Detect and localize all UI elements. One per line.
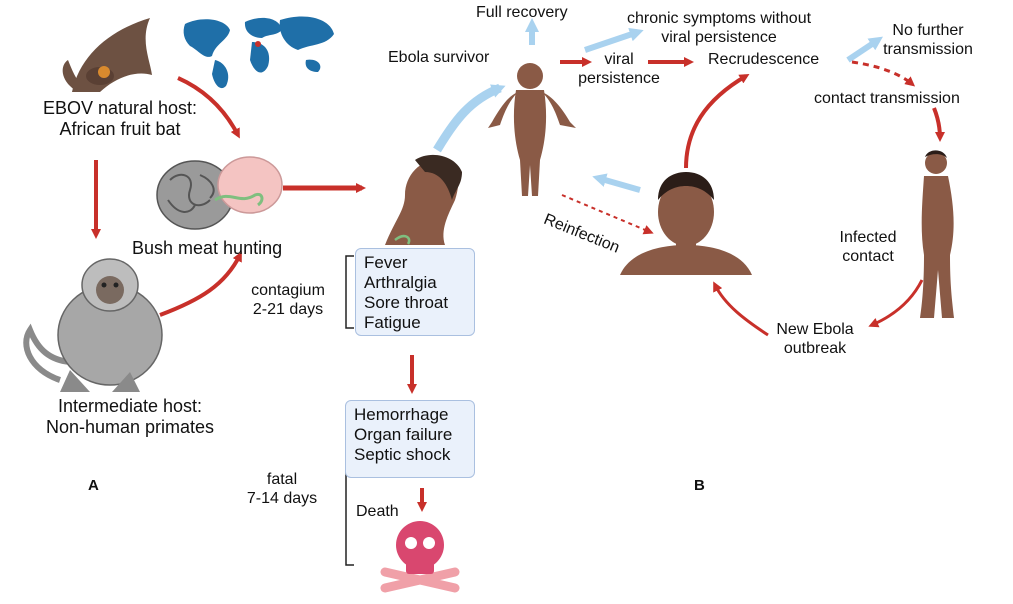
no-further-line1: No further [892, 22, 964, 39]
severe-hemorrhage: Hemorrhage [354, 405, 449, 424]
ebola-survivor-label: Ebola survivor [388, 49, 490, 66]
viral-persistence-line1: viral [604, 51, 634, 68]
natural-host-line1: EBOV natural host: [42, 98, 198, 118]
new-outbreak-label: New Ebola outbreak [760, 320, 870, 358]
arrow-person-to-recrudescence [684, 73, 750, 169]
world-map-icon [183, 16, 334, 89]
fatal-label: fatal 7-14 days [232, 470, 332, 508]
skull-crossbones-icon [380, 521, 460, 593]
intermediate-host-line2: Non-human primates [45, 417, 215, 437]
intermediate-host-label: Intermediate host: Non-human primates [20, 396, 240, 438]
infected-contact-figure [920, 150, 954, 318]
fatal-line1: fatal [266, 471, 298, 488]
severe-symptoms-box: Hemorrhage Organ failure Septic shock [345, 400, 475, 478]
contagium-bracket [345, 255, 354, 329]
severe-septic-shock: Septic shock [354, 445, 451, 464]
infected-contact-label: Infected contact [826, 228, 910, 266]
symptom-fever: Fever [364, 253, 408, 272]
chronic-symptoms-label: chronic symptoms without viral persisten… [596, 9, 842, 47]
symptom-arthralgia: Arthralgia [364, 273, 437, 292]
new-outbreak-line2: outbreak [783, 340, 847, 357]
arrow-human-to-survivor [433, 83, 506, 153]
monkey-icon [23, 258, 163, 392]
viral-persistence-label: viral persistence [566, 50, 672, 88]
chronic-line1: chronic symptoms without [626, 10, 812, 27]
contact-transmission-label: contact transmission [814, 90, 960, 107]
severe-organ-failure: Organ failure [354, 425, 453, 444]
new-outbreak-line1: New Ebola [776, 321, 854, 338]
arrow-outbreak-to-person [713, 281, 769, 337]
intermediate-host-line1: Intermediate host: [57, 396, 203, 416]
arrow-bat-to-bushmeat [177, 76, 240, 139]
arrow-person-to-survivor [592, 173, 641, 193]
symptom-fatigue: Fatigue [364, 313, 421, 332]
fruit-bat-icon [62, 18, 152, 92]
no-further-line2: transmission [883, 41, 973, 58]
infected-contact-line1: Infected [839, 229, 897, 246]
recrudescence-label: Recrudescence [708, 51, 820, 68]
viral-persistence-line2: persistence [578, 70, 660, 87]
infected-person-profile-icon [385, 154, 462, 245]
infected-contact-line2: contact [842, 248, 894, 265]
contagium-label: contagium 2-21 days [238, 281, 338, 319]
chronic-line2: viral persistence [661, 29, 777, 46]
arrow-to-no-further-transmission [846, 36, 883, 63]
reinfected-person-bust [620, 172, 752, 275]
natural-host-line2: African fruit bat [59, 119, 181, 139]
bushmeat-organs-icon [156, 156, 283, 230]
arrow-to-chronic [584, 27, 644, 53]
symptom-sore-throat: Sore throat [364, 293, 449, 312]
early-symptoms-box: Fever Arthralgia Sore throat Fatigue [355, 248, 475, 336]
panel-b-label: B [694, 477, 705, 494]
full-recovery-label: Full recovery [476, 4, 568, 21]
natural-host-label: EBOV natural host: African fruit bat [30, 98, 210, 140]
bush-meat-label: Bush meat hunting [132, 238, 283, 258]
panel-a-label: A [88, 477, 99, 494]
arrow-to-infected-contact [932, 107, 945, 142]
fatal-line2: 7-14 days [246, 490, 318, 507]
ebola-survivor-figure [488, 63, 576, 196]
arrow-to-contact-transmission [851, 60, 916, 87]
death-label: Death [356, 503, 399, 520]
contagium-line2: 2-21 days [252, 301, 324, 318]
contagium-line1: contagium [251, 282, 325, 299]
arrow-to-new-outbreak [868, 279, 924, 328]
no-further-transmission-label: No further transmission [866, 21, 990, 59]
arrow-primates-to-bushmeat [159, 251, 242, 317]
